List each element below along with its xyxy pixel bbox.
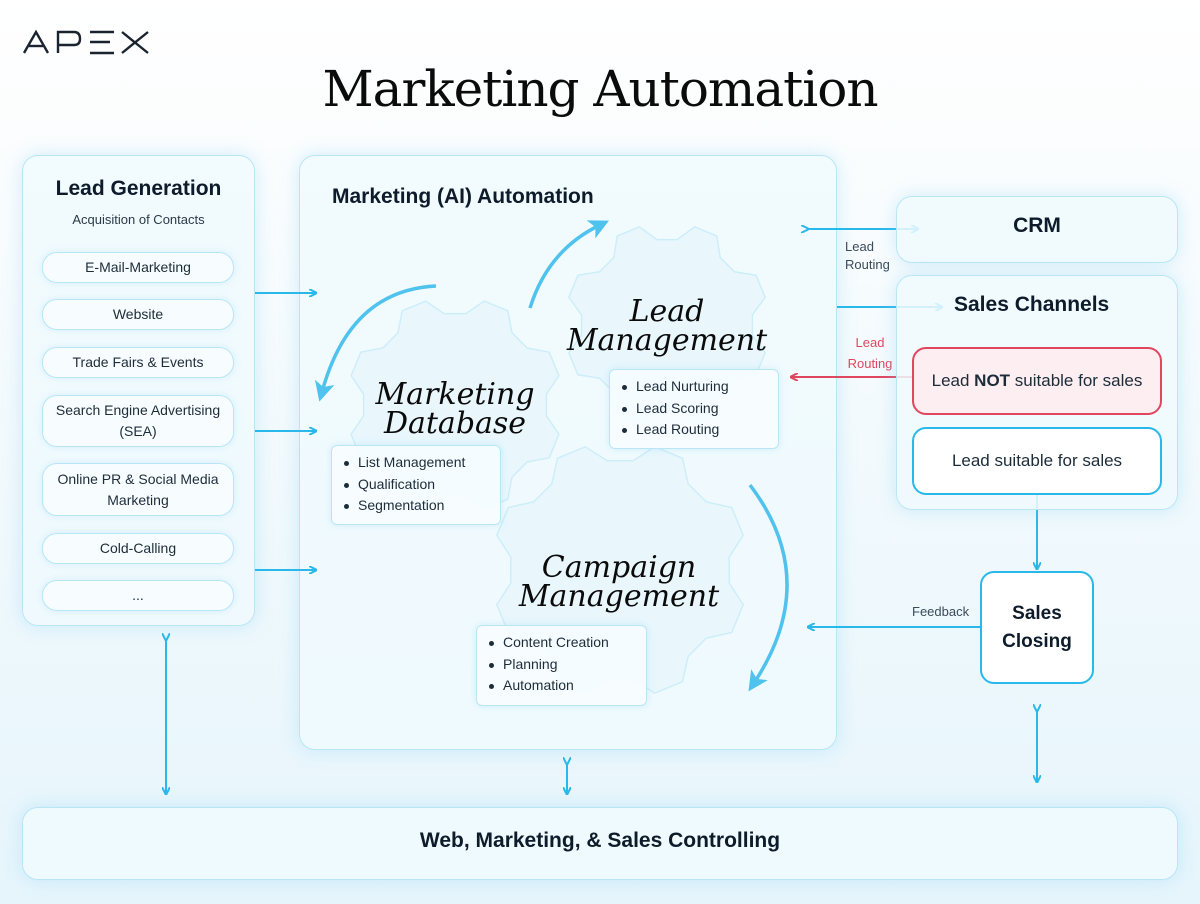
cycle-arrow-to-campaign [748, 483, 789, 692]
bullet-item: List Management [344, 452, 490, 474]
channel-website: Website [42, 299, 234, 330]
campaign-management-title: Campaign Management [510, 550, 728, 614]
page-title: Marketing Automation [322, 60, 878, 118]
crm-panel [896, 196, 1178, 263]
red-routing-line1: Lead [855, 335, 885, 350]
lead-suitable-box: Lead suitable for sales [912, 427, 1162, 495]
database-bullets: List Management Qualification Segmentati… [331, 445, 501, 525]
red-routing-line2: Routing [847, 356, 893, 371]
channel-trade-fairs: Trade Fairs & Events [42, 347, 234, 378]
controlling-panel [22, 807, 1178, 880]
cycle-arrow-to-database [315, 284, 437, 402]
channel-sea: Search Engine Advertising (SEA) [42, 395, 234, 447]
controlling-label: Web, Marketing, & Sales Controlling [419, 829, 781, 852]
lead-title-line1: Lead [629, 294, 705, 329]
marketing-database-title: Marketing Database [355, 377, 555, 441]
crm-lead-routing-label: Lead Routing [845, 238, 890, 274]
lead-management-bullets: Lead Nurturing Lead Scoring Lead Routing [609, 369, 779, 449]
sales-closing-box: Sales Closing [980, 571, 1094, 684]
lead-generation-subtitle: Acquisition of Contacts [72, 212, 205, 227]
campaign-bullets: Content Creation Planning Automation [476, 625, 647, 706]
lead-management-title: Lead Management [560, 294, 774, 358]
database-title-line1: Marketing [375, 377, 535, 412]
crm-routing-line2: Routing [845, 257, 890, 272]
channel-email-marketing: E-Mail-Marketing [42, 252, 234, 283]
automation-title: Marketing (AI) Automation [332, 185, 594, 208]
lead-generation-title: Lead Generation [55, 177, 222, 200]
database-title-line2: Database [383, 406, 527, 441]
sales-closing-line2: Closing [1002, 630, 1072, 652]
lead-not-suitable-box: Lead NOT suitable for sales [912, 347, 1162, 415]
sales-closing-line1: Sales [1012, 602, 1062, 624]
channel-more: ... [42, 580, 234, 611]
bullet-item: Lead Routing [622, 419, 768, 441]
feedback-label: Feedback [912, 604, 970, 619]
channel-cold-calling: Cold-Calling [42, 533, 234, 564]
channel-online-pr-social: Online PR & Social Media Marketing [42, 463, 234, 516]
campaign-title-line2: Management [518, 579, 720, 614]
apex-logo [22, 29, 149, 55]
lead-not-emphasis: NOT [974, 371, 1011, 390]
sales-channels-title: Sales Channels [954, 293, 1110, 316]
lead-title-line2: Management [566, 323, 768, 358]
lead-not-prefix: Lead [931, 371, 975, 390]
red-lead-routing-label: Lead Routing [845, 332, 895, 374]
bullet-item: Automation [489, 675, 636, 697]
bullet-item: Qualification [344, 474, 490, 496]
bullet-item: Planning [489, 654, 636, 676]
bullet-item: Segmentation [344, 495, 490, 517]
crm-routing-line1: Lead [845, 239, 874, 254]
lead-not-suffix: suitable for sales [1010, 371, 1143, 390]
bullet-item: Lead Scoring [622, 398, 768, 420]
bullet-item: Lead Nurturing [622, 376, 768, 398]
campaign-title-line1: Campaign [541, 550, 697, 585]
bullet-item: Content Creation [489, 632, 636, 654]
crm-label: CRM [1013, 214, 1061, 237]
cycle-arrow-to-lead [528, 220, 610, 309]
